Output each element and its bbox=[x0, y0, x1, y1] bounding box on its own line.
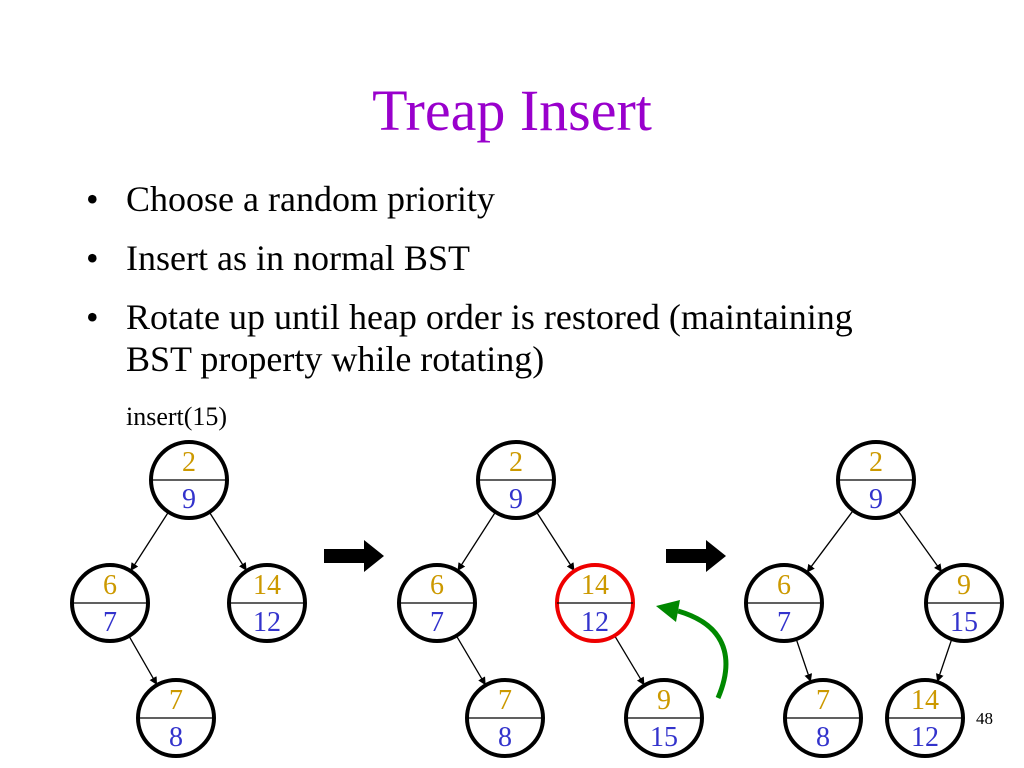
node-key: 7 bbox=[430, 607, 444, 638]
node-key: 9 bbox=[869, 484, 883, 515]
treap-node: 915 bbox=[924, 563, 1004, 643]
node-key: 8 bbox=[498, 722, 512, 753]
bullet-marker: • bbox=[86, 238, 99, 278]
transition-arrow-2 bbox=[666, 540, 726, 572]
node-key: 12 bbox=[253, 607, 281, 638]
slide-title: Treap Insert bbox=[372, 78, 652, 143]
node-priority: 7 bbox=[816, 685, 830, 716]
bullet-item: • Choose a random priority bbox=[86, 178, 966, 220]
tree-edge bbox=[897, 510, 943, 573]
tree-edge bbox=[456, 511, 497, 572]
page-number: 48 bbox=[976, 709, 993, 728]
tree-edge bbox=[129, 511, 170, 572]
node-key: 8 bbox=[816, 722, 830, 753]
insert-caption: insert(15) bbox=[126, 402, 228, 431]
bullet-marker: • bbox=[86, 179, 99, 219]
rotate-up-curved-arrow bbox=[677, 608, 729, 699]
bullet-text: Rotate up until heap order is restored (… bbox=[126, 297, 853, 337]
node-key: 9 bbox=[182, 484, 196, 515]
node-key: 12 bbox=[581, 607, 609, 638]
bullet-text-continued: BST property while rotating) bbox=[126, 339, 545, 379]
tree-edge bbox=[208, 511, 248, 572]
tree-edge bbox=[806, 510, 854, 573]
tree-edge bbox=[613, 635, 646, 686]
node-key: 12 bbox=[911, 722, 939, 753]
bullet-item: • Insert as in normal BST bbox=[86, 237, 966, 279]
node-key: 7 bbox=[103, 607, 117, 638]
transition-arrow-1 bbox=[324, 540, 384, 572]
tree-edge bbox=[128, 635, 158, 686]
rotate-up-arrowhead bbox=[656, 600, 680, 622]
node-priority: 6 bbox=[430, 570, 444, 601]
treap-node: 67 bbox=[744, 563, 824, 643]
node-priority: 2 bbox=[869, 447, 883, 478]
bullet-text: Choose a random priority bbox=[126, 179, 495, 219]
treap-node: 67 bbox=[397, 563, 477, 643]
bullet-marker: • bbox=[86, 297, 99, 337]
treap-node: 78 bbox=[136, 678, 216, 758]
node-priority: 7 bbox=[169, 685, 183, 716]
node-priority: 2 bbox=[509, 447, 523, 478]
bullet-list: • Choose a random priority • Insert as i… bbox=[86, 178, 966, 397]
node-key: 15 bbox=[650, 722, 678, 753]
node-key: 9 bbox=[509, 484, 523, 515]
treap-node: 29 bbox=[476, 440, 556, 520]
bullet-item: • Rotate up until heap order is restored… bbox=[86, 296, 966, 380]
treap-node: 29 bbox=[836, 440, 916, 520]
node-key: 7 bbox=[777, 607, 791, 638]
node-priority: 9 bbox=[957, 570, 971, 601]
tree-edge bbox=[455, 635, 487, 686]
tree-edge bbox=[535, 511, 576, 572]
node-priority: 14 bbox=[911, 685, 939, 716]
node-priority: 7 bbox=[498, 685, 512, 716]
node-priority: 14 bbox=[581, 570, 609, 601]
node-key: 8 bbox=[169, 722, 183, 753]
tree-edge bbox=[795, 638, 813, 683]
treap-node: 67 bbox=[70, 563, 150, 643]
node-priority: 6 bbox=[777, 570, 791, 601]
tree-edge bbox=[935, 638, 953, 683]
node-priority: 6 bbox=[103, 570, 117, 601]
treap-node: 915 bbox=[624, 678, 704, 758]
treap-node: 29 bbox=[149, 440, 229, 520]
node-priority: 14 bbox=[253, 570, 281, 601]
node-priority: 2 bbox=[182, 447, 196, 478]
node-priority: 9 bbox=[657, 685, 671, 716]
treap-node: 78 bbox=[465, 678, 545, 758]
treap-node: 78 bbox=[783, 678, 863, 758]
node-key: 15 bbox=[950, 607, 978, 638]
bullet-text: Insert as in normal BST bbox=[126, 238, 470, 278]
